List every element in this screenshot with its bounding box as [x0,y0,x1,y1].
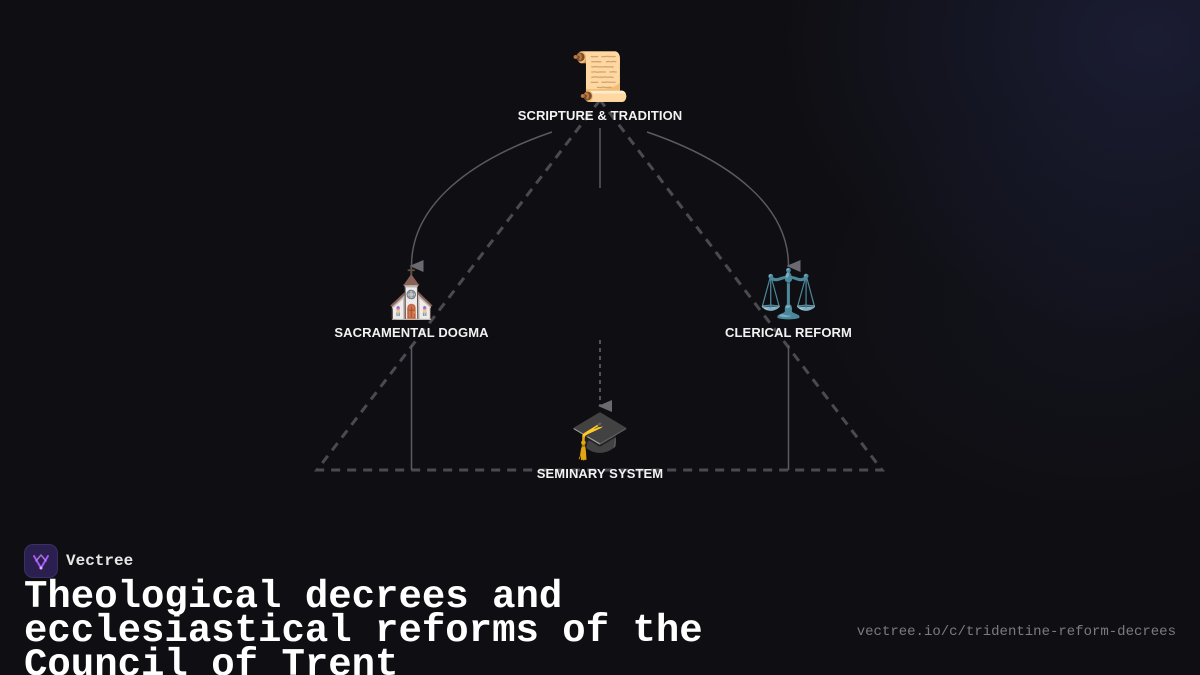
node-scripture-tradition[interactable]: 📜 SCRIPTURE & TRADITION [490,50,710,123]
edge-scripture-to-sacramental [409,131,553,273]
node-sacramental-dogma[interactable]: ⛪ SACRAMENTAL DOGMA [302,267,522,340]
brand[interactable]: Vectree [24,544,133,578]
node-clerical-reform[interactable]: ⚖️ CLERICAL REFORM [679,267,899,340]
node-label: SCRIPTURE & TRADITION [517,108,683,123]
node-label: SACRAMENTAL DOGMA [334,325,489,340]
source-url[interactable]: vectree.io/c/tridentine-reform-decrees [856,624,1176,640]
graduation-cap-icon: 🎓 [570,409,630,462]
node-seminary-system[interactable]: 🎓 SEMINARY SYSTEM [490,408,710,481]
scroll-icon: 📜 [570,51,630,104]
brand-name: Vectree [66,552,134,570]
background-triangle [313,97,886,472]
node-label: SEMINARY SYSTEM [536,466,664,481]
scales-icon: ⚖️ [758,268,819,321]
page-title: Theological decrees and ecclesiastical r… [24,575,703,675]
edge-scripture-to-clerical [646,131,801,272]
vectree-logo-icon [24,544,58,578]
node-label: CLERICAL REFORM [725,325,852,340]
church-icon: ⛪ [381,268,442,321]
